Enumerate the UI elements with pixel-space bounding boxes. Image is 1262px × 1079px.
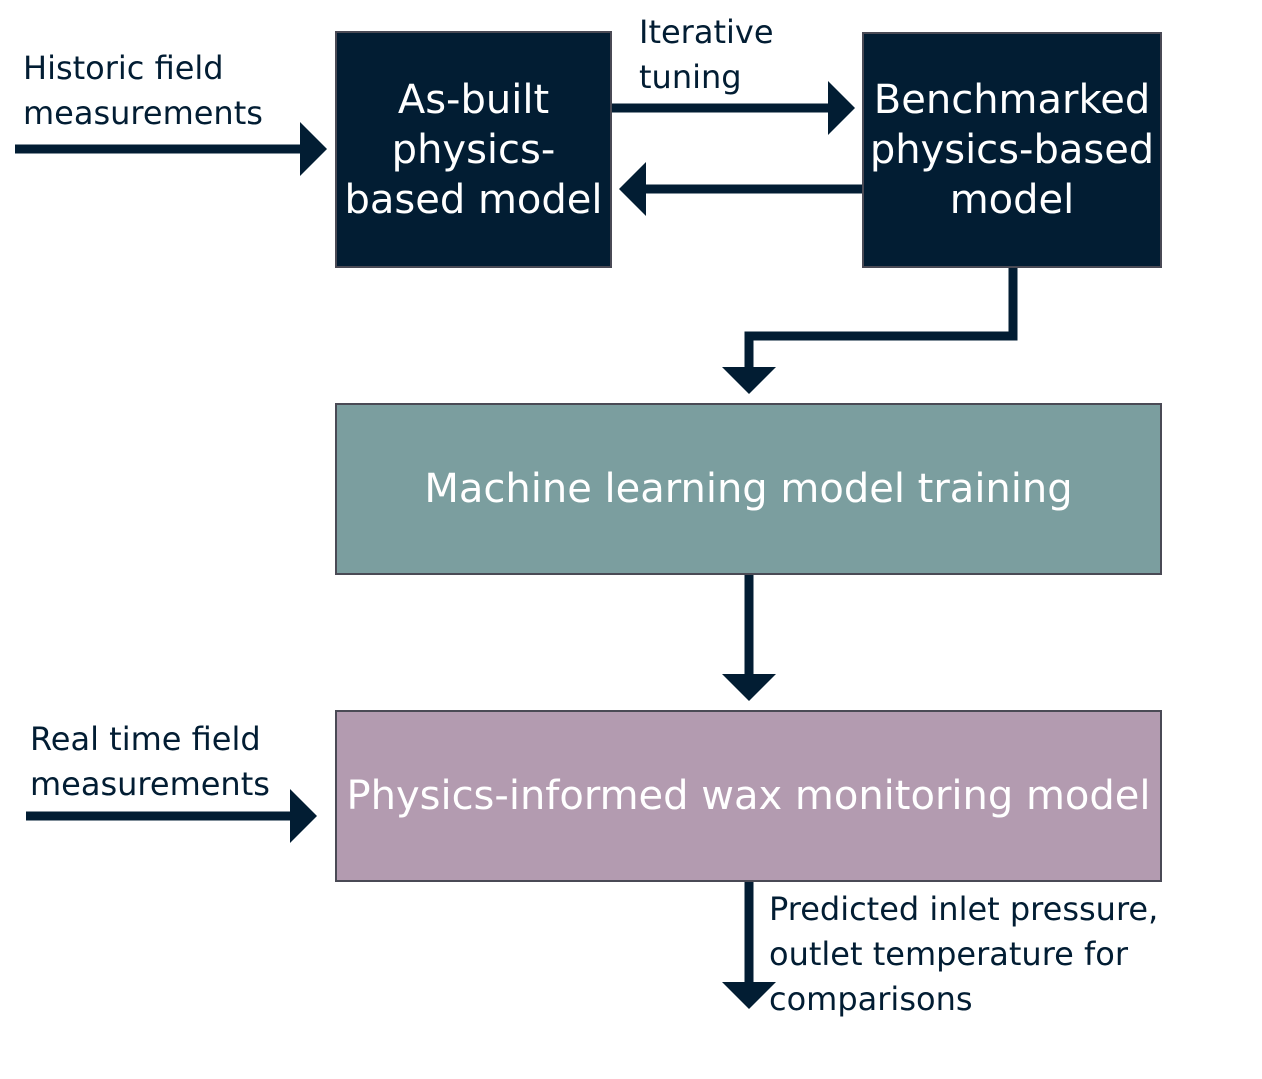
- arrow-benchmarked-to-ml: [722, 268, 1018, 394]
- as-built-model-box: As-built physics- based model: [335, 31, 612, 268]
- ml-training-label: Machine learning model training: [424, 466, 1073, 512]
- iterative-tuning-label: Iterative tuning: [639, 13, 774, 96]
- as-built-model-label: As-built physics- based model: [344, 76, 603, 223]
- wax-monitoring-model-label: Physics-informed wax monitoring model: [346, 773, 1151, 819]
- benchmarked-model-label: Benchmarked physics-based model: [869, 77, 1155, 223]
- historic-measurements-label: Historic field measurements: [23, 49, 263, 132]
- realtime-measurements-label: Real time field measurements: [30, 720, 270, 803]
- predicted-output-label: Predicted inlet pressure, outlet tempera…: [769, 890, 1159, 1018]
- wax-monitoring-model-box: Physics-informed wax monitoring model: [335, 710, 1162, 882]
- ml-training-box: Machine learning model training: [335, 403, 1162, 575]
- benchmarked-model-box: Benchmarked physics-based model: [862, 32, 1162, 268]
